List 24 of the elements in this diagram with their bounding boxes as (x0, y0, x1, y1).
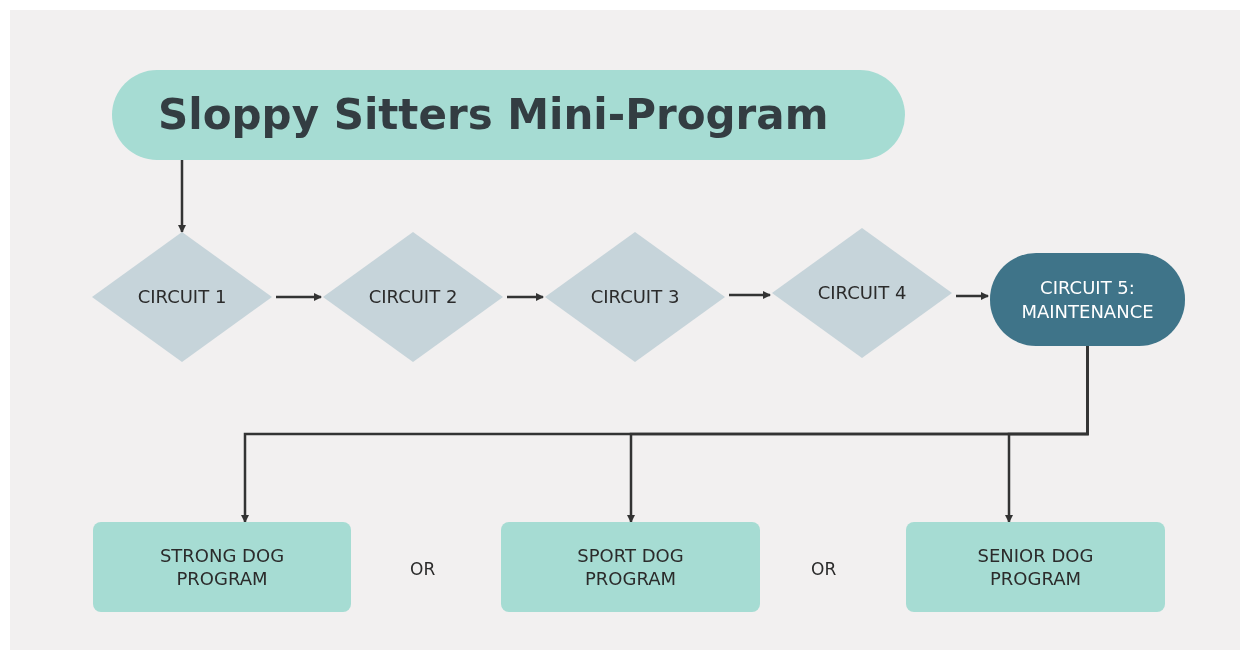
arrow (956, 292, 989, 300)
node-label: CIRCUIT 5: MAINTENANCE (1020, 276, 1155, 323)
arrow (507, 293, 544, 301)
circuit-diamond (545, 232, 725, 362)
circuit-diamond (92, 232, 272, 362)
node-label: SPORT DOG PROGRAM (576, 543, 685, 591)
node-label: SENIOR DOG PROGRAM (976, 543, 1095, 591)
program-box (906, 522, 1165, 612)
circuit-diamond (323, 232, 503, 362)
node-label: CIRCUIT 4 (816, 281, 908, 305)
node-label: CIRCUIT 3 (589, 285, 681, 309)
title-text: Sloppy Sitters Mini-Program (158, 88, 829, 141)
arrow (1005, 346, 1089, 523)
node-label: CIRCUIT 2 (367, 285, 459, 309)
program-box (93, 522, 351, 612)
or-label: OR (811, 559, 837, 579)
arrow (729, 291, 771, 299)
program-box (501, 522, 760, 612)
arrow (276, 293, 322, 301)
arrow (178, 160, 186, 233)
node-label: STRONG DOG PROGRAM (158, 543, 286, 591)
or-label: OR (410, 559, 436, 579)
node-label: CIRCUIT 1 (136, 285, 228, 309)
circuit-diamond (772, 228, 952, 358)
